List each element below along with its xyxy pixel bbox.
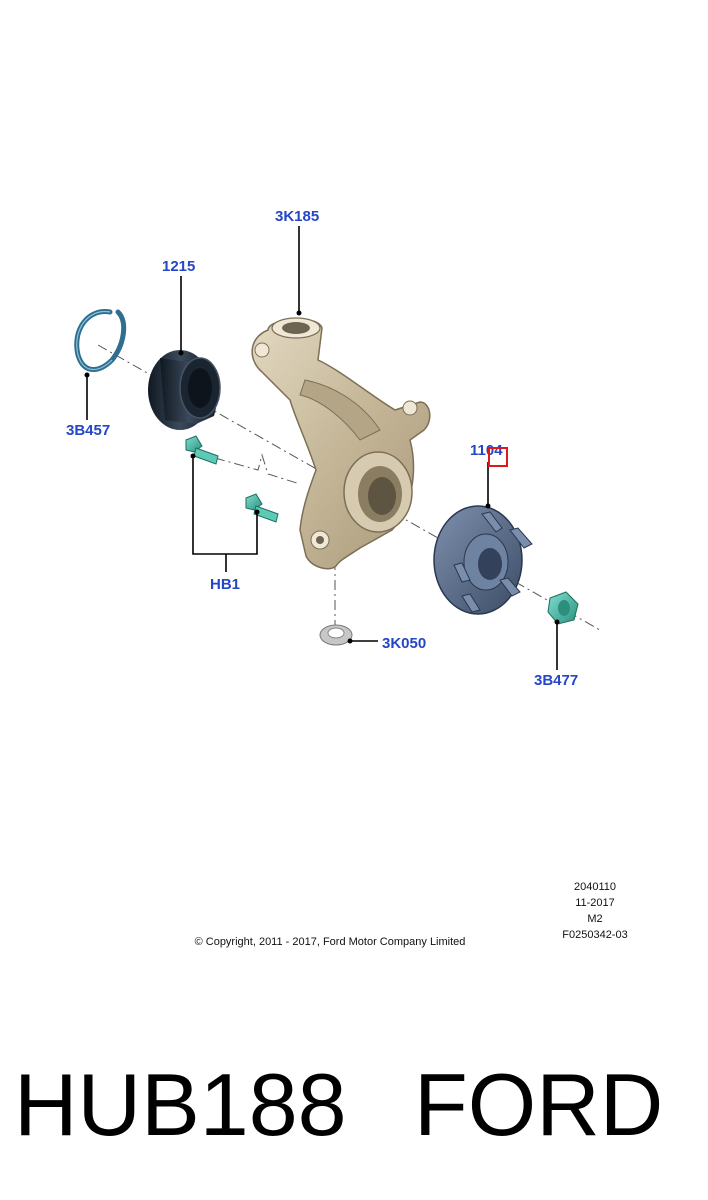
- meta-line: 11-2017: [575, 897, 615, 909]
- hub-nut-3b477: [547, 591, 579, 625]
- wheel-bearing-1215: [148, 350, 221, 430]
- brand-name: FORD: [414, 1055, 664, 1154]
- meta-line: M2: [587, 913, 603, 925]
- exploded-parts-diagram: 3K185 1215 3B457 1104 HB1 3K050 3B477: [66, 208, 601, 689]
- washer-3k050: [319, 624, 353, 646]
- part-label-3b457: 3B457: [66, 422, 110, 439]
- leader-hb1: [192, 456, 258, 572]
- part-number: HUB188: [14, 1055, 347, 1154]
- wheel-hub-1104: [433, 505, 533, 615]
- steering-knuckle-3k185: [251, 317, 431, 570]
- part-label-3b477: 3B477: [534, 672, 578, 689]
- meta-line: F0250342-03: [562, 929, 628, 941]
- highlight-marker: [488, 447, 508, 467]
- copyright-notice: © Copyright, 2011 - 2017, Ford Motor Com…: [194, 936, 466, 948]
- drawing-metadata: 2040110 11-2017 M2 F0250342-03: [540, 879, 650, 943]
- meta-line: 2040110: [573, 881, 616, 893]
- part-label-hb1: HB1: [210, 576, 240, 593]
- part-label-3k185: 3K185: [275, 208, 319, 225]
- part-label-1104: 1104: [470, 442, 503, 459]
- part-label-3k050: 3K050: [382, 635, 426, 652]
- bolt-hb1-upper: [185, 435, 219, 465]
- snap-ring-3b457: [74, 309, 127, 372]
- part-label-1215: 1215: [162, 258, 195, 275]
- product-caption: HUB188 FORD: [14, 1050, 704, 1160]
- bolt-centerline: [214, 453, 301, 485]
- bolt-hb1-lower: [245, 493, 279, 523]
